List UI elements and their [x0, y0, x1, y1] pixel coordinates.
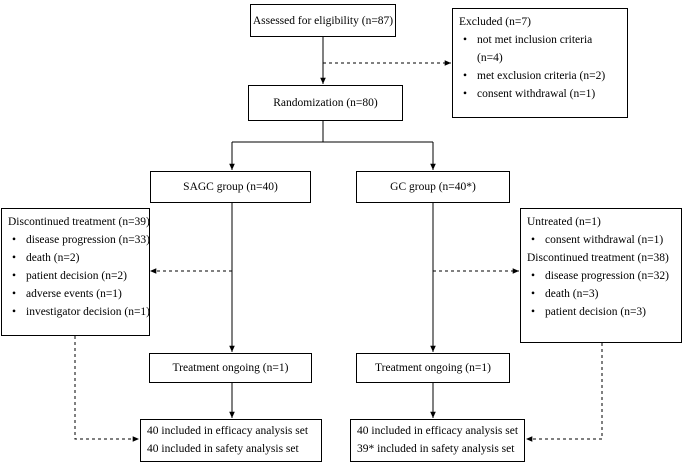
gc-discontinued-item: disease progression (n=32)	[527, 267, 675, 285]
gc-untreated-item: consent withdrawal (n=1)	[527, 231, 675, 249]
sagc-discontinued-title: Discontinued treatment (n=39)	[8, 216, 150, 228]
gc-discontinued-title: Discontinued treatment (n=38)	[527, 252, 669, 264]
sagc-analysis-line: 40 included in efficacy analysis set	[147, 425, 309, 437]
excluded-item-count: (n=4)	[477, 52, 503, 64]
sagc-discontinued-box: Discontinued treatment (n=39) disease pr…	[1, 208, 150, 336]
gc-ongoing-box: Treatment ongoing (n=1)	[356, 353, 510, 383]
assessed-box: Assessed for eligibility (n=87)	[250, 4, 396, 37]
sagc-discontinued-item: investigator decision (n=1)	[8, 303, 150, 321]
gc-analysis-box: 40 included in efficacy analysis set 39*…	[350, 419, 525, 462]
arrow-gc-discontinued-to-analysis	[526, 343, 603, 442]
sagc-discontinued-item: disease progression (n=33)	[8, 231, 150, 249]
gc-discontinued-item: patient decision (n=3)	[527, 303, 675, 321]
gc-analysis-line: 39* included in safety analysis set	[357, 443, 515, 455]
sagc-analysis-box: 40 included in efficacy analysis set 40 …	[140, 419, 322, 462]
excluded-item: met exclusion criteria (n=2)	[459, 67, 621, 85]
sagc-discontinued-item: patient decision (n=2)	[8, 267, 143, 285]
sagc-ongoing-box: Treatment ongoing (n=1)	[149, 353, 312, 383]
sagc-group-box: SAGC group (n=40)	[150, 171, 311, 203]
excluded-box: Excluded (n=7) not met inclusion criteri…	[452, 8, 628, 118]
excluded-item: not met inclusion criteria	[459, 31, 621, 49]
gc-discontinued-box: Untreated (n=1) consent withdrawal (n=1)…	[520, 208, 682, 343]
sagc-analysis-line: 40 included in safety analysis set	[147, 443, 299, 455]
gc-discontinued-item: death (n=3)	[527, 285, 675, 303]
gc-group-box: GC group (n=40*)	[356, 171, 510, 203]
randomization-box: Randomization (n=80)	[248, 85, 403, 121]
assessed-text: Assessed for eligibility (n=87)	[252, 14, 394, 27]
excluded-item: consent withdrawal (n=1)	[459, 85, 621, 103]
excluded-title: Excluded (n=7)	[459, 16, 531, 28]
gc-analysis-line: 40 included in efficacy analysis set	[357, 425, 519, 437]
sagc-ongoing-text: Treatment ongoing (n=1)	[172, 362, 289, 374]
gc-group-text: GC group (n=40*)	[390, 181, 476, 193]
sagc-discontinued-item: death (n=2)	[8, 249, 143, 267]
arrow-sagc-discontinued-to-analysis	[74, 336, 139, 442]
gc-ongoing-text: Treatment ongoing (n=1)	[375, 362, 491, 374]
gc-untreated-title: Untreated (n=1)	[527, 216, 601, 228]
sagc-group-text: SAGC group (n=40)	[183, 181, 278, 193]
sagc-discontinued-item: adverse events (n=1)	[8, 285, 143, 303]
randomization-text: Randomization (n=80)	[273, 97, 378, 109]
